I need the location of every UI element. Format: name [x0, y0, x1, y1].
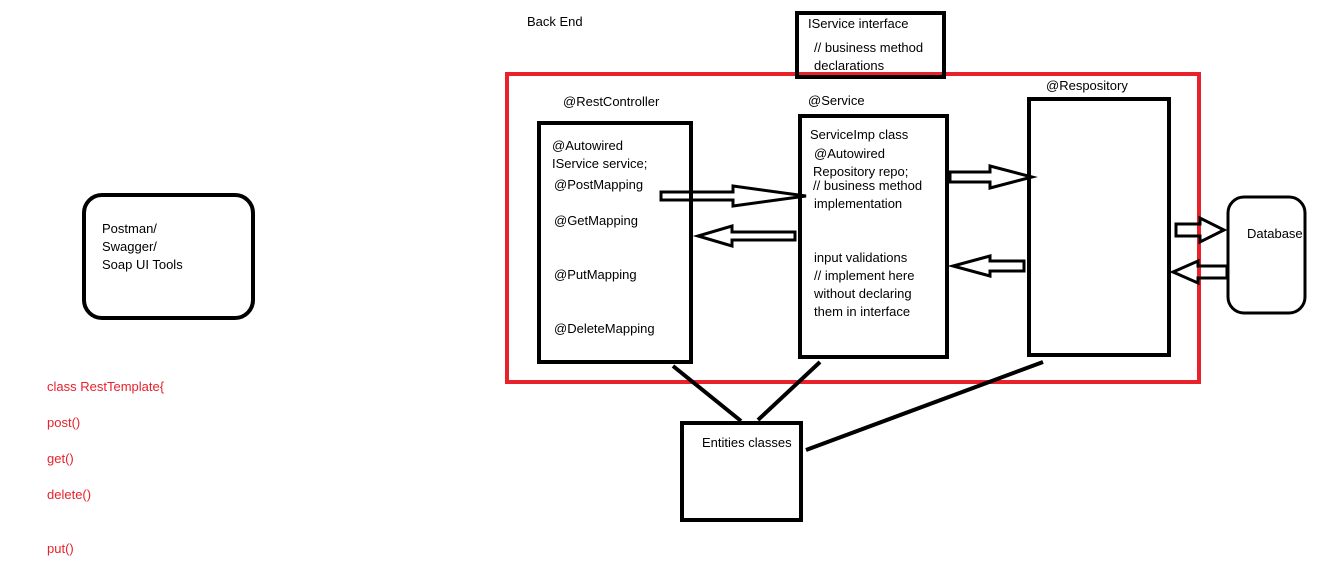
rest-template-class: class RestTemplate{ [47, 379, 165, 394]
client-line-1: Postman/ [102, 221, 157, 236]
service-interface-box [795, 11, 946, 79]
controller-line-get: @GetMapping [554, 213, 639, 228]
service-interface-title: IService interface [808, 16, 909, 31]
client-line-3: Soap UI Tools [102, 257, 183, 272]
line-controller-to-entities [671, 364, 743, 423]
service-line-3: Repository repo; [813, 164, 909, 179]
entities-box [680, 421, 803, 522]
client-tools-box [82, 193, 255, 320]
service-line-7: // implement here [814, 268, 915, 283]
controller-line-autowired: @Autowired [552, 138, 624, 153]
database-box [1226, 195, 1307, 315]
service-line-2: @Autowired [814, 146, 886, 161]
service-impl-box [798, 114, 949, 359]
controller-line-post: @PostMapping [554, 177, 644, 192]
service-line-6: input validations [814, 250, 908, 265]
arrow-service-to-repository [948, 164, 1038, 190]
rest-template-post: post() [47, 415, 81, 430]
backend-highlight-frame [505, 72, 1201, 384]
controller-line-field: IService service; [552, 156, 648, 171]
arrow-controller-to-service [659, 184, 807, 208]
service-line-9: them in interface [814, 304, 911, 319]
line-repository-to-entities [805, 360, 1044, 452]
line-service-to-entities [756, 360, 822, 422]
service-line-5: implementation [814, 196, 903, 211]
repository-annotation: @Respository [1046, 78, 1128, 93]
service-line-4: // business method [813, 178, 923, 193]
service-line-1: ServiceImp class [810, 127, 909, 142]
controller-line-delete: @DeleteMapping [554, 321, 655, 336]
rest-template-put: put() [47, 541, 74, 556]
database-label: Database [1247, 226, 1303, 241]
service-interface-line-1: // business method [814, 40, 924, 55]
service-interface-line-2: declarations [814, 58, 885, 73]
service-annotation: @Service [808, 93, 865, 108]
backend-label: Back End [527, 14, 583, 29]
rest-template-get: get() [47, 451, 74, 466]
arrow-database-to-repository [1169, 258, 1229, 286]
controller-annotation: @RestController [563, 94, 660, 109]
rest-controller-box [537, 121, 693, 364]
repository-box [1027, 97, 1171, 357]
arrow-service-to-controller [692, 223, 797, 249]
client-line-2: Swagger/ [102, 239, 157, 254]
arrow-repository-to-database [1174, 215, 1228, 245]
arrow-repository-to-service [947, 254, 1026, 278]
entities-label: Entities classes [702, 435, 792, 450]
service-line-8: without declaring [814, 286, 912, 301]
controller-line-put: @PutMapping [554, 267, 637, 282]
rest-template-delete: delete() [47, 487, 92, 502]
